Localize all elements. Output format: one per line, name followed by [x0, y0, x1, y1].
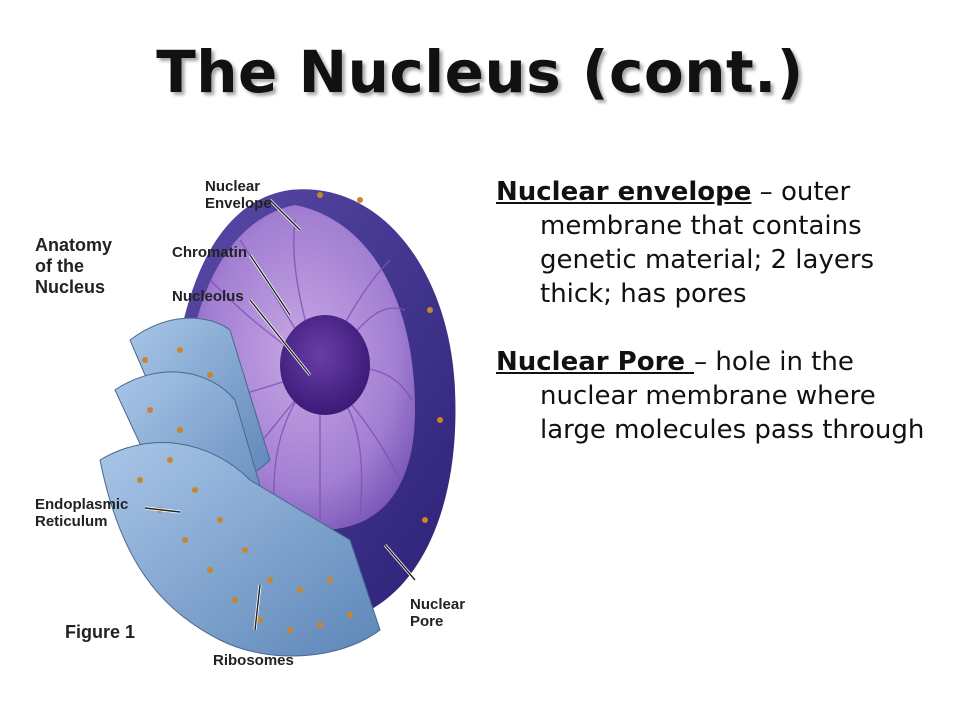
label-nucleolus: Nucleolus	[172, 288, 244, 305]
label-endoplasmic-reticulum: Endoplasmic Reticulum	[35, 496, 128, 530]
definition-nuclear-pore: Nuclear Pore – hole in the nuclear membr…	[496, 345, 936, 447]
term-nuclear-envelope: Nuclear envelope	[496, 177, 752, 207]
label-nuclear-envelope-line2: Envelope	[205, 195, 272, 212]
figure-heading-line3: Nucleus	[35, 277, 106, 297]
separator-nuclear-envelope: –	[751, 177, 781, 207]
definition-nuclear-envelope: Nuclear envelope – outer membrane that c…	[496, 175, 936, 311]
nucleus-illustration	[99, 189, 456, 657]
text-nuclear-pore: hole in the nuclear membrane where large…	[540, 347, 925, 445]
definitions-text: Nuclear envelope – outer membrane that c…	[496, 175, 936, 481]
label-nuclear-pore: Nuclear Pore	[410, 596, 465, 630]
term-nuclear-pore: Nuclear Pore	[496, 347, 695, 377]
label-chromatin: Chromatin	[172, 244, 247, 261]
nucleolus-body	[280, 315, 370, 415]
separator-nuclear-pore: –	[694, 347, 716, 377]
label-nuclear-pore-line1: Nuclear	[410, 596, 466, 613]
label-nuclear-pore-line2: Pore	[410, 613, 444, 630]
figure-caption: Figure 1	[65, 622, 136, 642]
text-nuclear-envelope: outer membrane that contains genetic mat…	[540, 177, 875, 309]
figure-heading-line2: of the	[35, 256, 84, 276]
label-nuclear-envelope: Nuclear Envelope	[205, 178, 272, 212]
er-layer-3	[99, 442, 381, 657]
nucleus-figure: Anatomy of the Nucleus Nuclear Envelope …	[20, 160, 490, 680]
figure-heading-line1: Anatomy	[35, 235, 113, 255]
figure-heading: Anatomy of the Nucleus	[35, 235, 112, 298]
label-ribosomes: Ribosomes	[213, 652, 294, 669]
slide-title: The Nucleus (cont.)	[156, 38, 804, 106]
label-er-line1: Endoplasmic	[35, 496, 129, 513]
label-er-line2: Reticulum	[35, 513, 108, 530]
label-nuclear-envelope-line1: Nuclear	[205, 178, 261, 195]
